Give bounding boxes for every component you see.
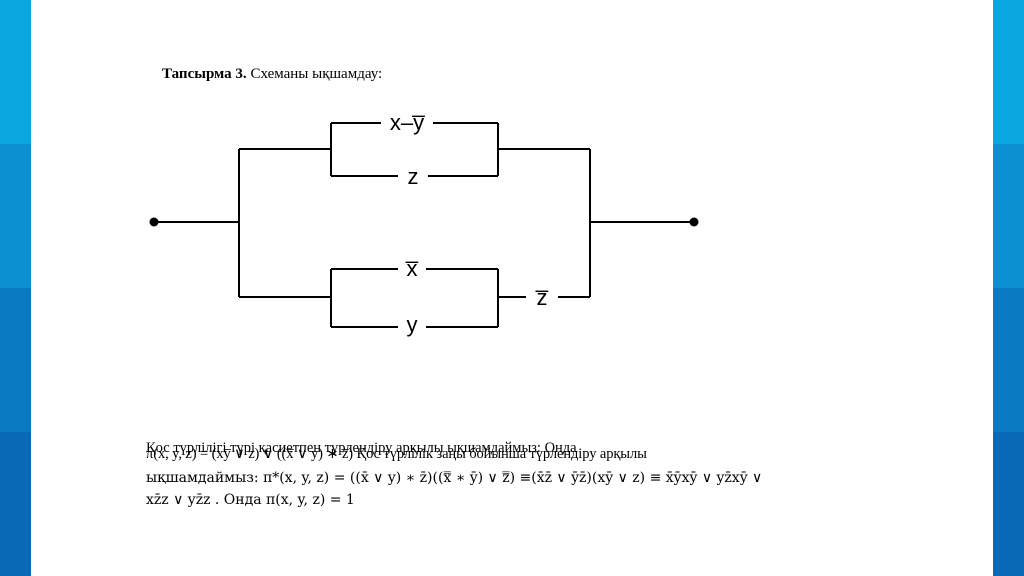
task-text: Схеманы ықшамдау:: [246, 66, 383, 82]
input-terminal: [149, 217, 159, 227]
circuit-background: [148, 108, 704, 340]
overlap-line-b: π(x, y, z) = (xy̅ ∨ z) ∨ ((x̅ ∨ y) ∗ z̅)…: [146, 446, 647, 462]
label-bottom-branch-1: x̅: [405, 256, 419, 281]
label-bottom-branch-2: y: [407, 312, 418, 337]
label-top-branch-1: x–y̅: [390, 110, 426, 135]
circuit-diagram: x–y̅ z x̅ y z̅: [148, 108, 704, 340]
label-series-element: z̅: [535, 285, 549, 310]
output-terminal: [689, 217, 699, 227]
circuit-wires: [154, 122, 694, 328]
left-accent-bar: [0, 0, 31, 576]
formula-line-3: xz̄z ∨ yz̄z . Онда π(x, y, z) = 1: [146, 492, 355, 508]
formula-line-2: ықшамдаймыз: π*(x, y, z) = ((x̄ ∨ y) ∗ z…: [146, 470, 763, 486]
label-top-branch-2: z: [408, 164, 419, 189]
task-title: Тапсырма 3. Схеманы ықшамдау:: [162, 66, 382, 83]
overlap-line-a: Қос түрлілігі түрі қасиетпен түрлендіру …: [146, 440, 577, 456]
right-accent-bar: [993, 0, 1024, 576]
task-label: Тапсырма 3.: [162, 66, 247, 82]
